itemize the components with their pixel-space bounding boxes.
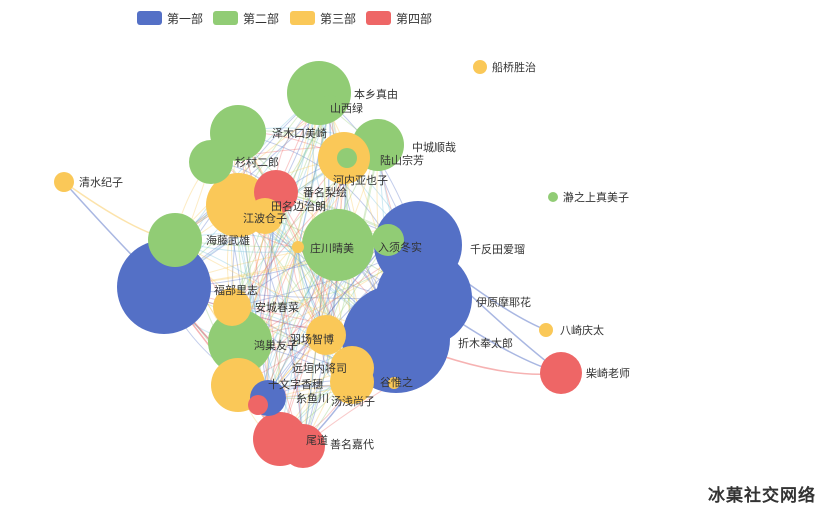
- node-label: 羽场智博: [290, 332, 334, 346]
- graph-node[interactable]: [320, 95, 340, 115]
- graph-edge: [237, 132, 327, 336]
- graph-node[interactable]: [302, 209, 374, 281]
- node-label: 本乡真由: [354, 87, 398, 101]
- legend-swatch: [137, 11, 162, 25]
- node-label: 杉村二郎: [235, 155, 279, 169]
- node-label: 八崎庆太: [560, 323, 604, 337]
- legend-label: 第一部: [167, 11, 204, 26]
- node-label: 陆山宗芳: [380, 153, 424, 167]
- node-label: 柴崎老师: [586, 366, 630, 380]
- node-label: 伊原摩耶花: [476, 295, 531, 309]
- node-label: 远垣内将司: [292, 361, 347, 375]
- graph-node[interactable]: [292, 241, 304, 253]
- node-label: 入须冬实: [378, 240, 422, 254]
- legend: 第一部 第二部 第三部 第四部: [0, 10, 832, 28]
- node-label: 十文字香穗: [268, 377, 323, 391]
- graph-node[interactable]: [548, 192, 558, 202]
- node-label: 清水纪子: [79, 176, 123, 189]
- node-label: 糸鱼川: [296, 391, 329, 405]
- node-label: 山西绿: [330, 101, 363, 115]
- graph-node[interactable]: [540, 352, 582, 394]
- graph-node[interactable]: [330, 360, 374, 404]
- graph-node[interactable]: [539, 323, 553, 337]
- graph-nodes: [54, 60, 582, 468]
- graph-node[interactable]: [148, 213, 202, 267]
- graph-node[interactable]: [54, 172, 74, 192]
- graph-node[interactable]: [247, 198, 283, 234]
- legend-item-part-4[interactable]: 第四部: [366, 10, 432, 26]
- graph-edge: [237, 132, 269, 399]
- graph-node[interactable]: [287, 61, 351, 125]
- node-label: 庄川晴美: [310, 241, 354, 255]
- graph-node[interactable]: [208, 310, 272, 374]
- graph-edge: [302, 157, 348, 447]
- legend-label: 第二部: [243, 11, 280, 26]
- graph-edge: [237, 132, 304, 447]
- node-label: 海藤武雄: [206, 233, 250, 247]
- node-label: 尾道: [306, 433, 328, 447]
- legend-item-part-3[interactable]: 第三部: [290, 10, 356, 26]
- node-label: 江波仓子: [243, 211, 287, 225]
- legend-swatch: [366, 11, 391, 25]
- graph-node[interactable]: [306, 315, 346, 355]
- node-label: 善名嘉代: [330, 437, 374, 451]
- legend-label: 第四部: [396, 11, 433, 26]
- legend-swatch: [213, 11, 238, 25]
- node-label: 千反田爱瑠: [470, 243, 525, 256]
- graph-node[interactable]: [213, 288, 251, 326]
- node-label: 泽木口美崎: [272, 126, 327, 140]
- legend-label: 第三部: [320, 11, 357, 26]
- graph-edge: [279, 157, 345, 440]
- node-label: 折木奉太郎: [458, 336, 513, 350]
- node-label: 河内亚也子: [333, 173, 388, 187]
- graph-edge: [302, 144, 379, 447]
- graph-node[interactable]: [281, 424, 325, 468]
- graph-node[interactable]: [248, 395, 268, 415]
- node-label: 汤浅尚子: [331, 394, 375, 408]
- node-label: 中城顺哉: [412, 140, 456, 154]
- graph-node[interactable]: [374, 201, 462, 289]
- node-label: 番名梨绘: [303, 185, 347, 199]
- graph-node[interactable]: [372, 224, 404, 256]
- graph-edge: [279, 157, 345, 440]
- graph-edge: [266, 246, 299, 399]
- graph-node[interactable]: [337, 148, 357, 168]
- node-label: 鸿巢友子: [254, 338, 298, 352]
- graph-edge: [264, 215, 304, 447]
- node-label: 船桥胜治: [492, 60, 536, 74]
- graph-node[interactable]: [473, 60, 487, 74]
- node-label: 福部里志: [214, 283, 258, 297]
- graph-node[interactable]: [189, 140, 233, 184]
- node-label: 安城春菜: [255, 300, 299, 314]
- legend-item-part-2[interactable]: 第二部: [213, 10, 279, 26]
- watermark-title: 冰菓社交网络: [708, 486, 816, 506]
- graph-node[interactable]: [388, 377, 400, 389]
- graph-edge: [267, 239, 389, 399]
- legend-item-part-1[interactable]: 第一部: [137, 10, 203, 26]
- graph-edge: [279, 157, 348, 440]
- graph-edge: [257, 144, 379, 406]
- node-label: 谷惟之: [380, 375, 413, 389]
- node-label: 田名边治朗: [271, 199, 326, 213]
- legend-swatch: [290, 11, 315, 25]
- node-label: 瀞之上真美子: [563, 190, 629, 204]
